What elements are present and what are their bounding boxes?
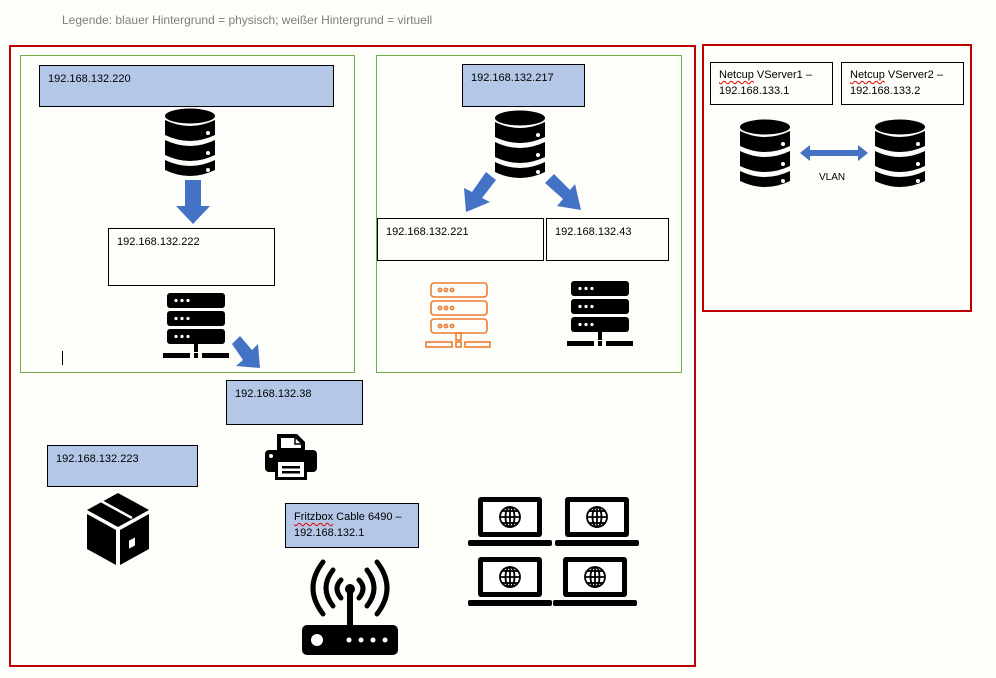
database-icon xyxy=(874,119,926,189)
vserver1-name: VServer1 – xyxy=(753,69,812,81)
vserver1-ip: 192.168.133.1 xyxy=(719,85,790,97)
vserver2-brand: Netcup xyxy=(850,69,885,81)
laptop-globe-icon xyxy=(468,557,552,609)
box-label-223[interactable]: 192.168.132.223 xyxy=(47,445,198,487)
router-ip: 192.168.132.1 xyxy=(294,527,365,539)
router-label[interactable]: Fritzbox Cable 6490 – 192.168.132.1 xyxy=(285,503,419,548)
arrow-diagonal-icon xyxy=(232,336,260,368)
vserver1-brand: Netcup xyxy=(719,69,754,81)
host-label-220[interactable]: 192.168.132.220 xyxy=(39,65,334,107)
laptop-globe-icon xyxy=(553,557,637,609)
double-arrow-icon xyxy=(800,145,868,161)
server-icon xyxy=(567,281,633,347)
vm-label-221[interactable]: 192.168.132.221 xyxy=(377,218,544,261)
database-icon xyxy=(494,110,546,180)
printer-icon xyxy=(265,434,317,480)
router-model: Cable 6490 – xyxy=(333,511,402,523)
local-network-frame xyxy=(9,45,696,667)
vserver2-name: VServer2 – xyxy=(884,69,943,81)
arrow-down-left-icon xyxy=(464,172,496,212)
router-brand: Fritzbox xyxy=(294,511,334,523)
host-group-right xyxy=(376,55,682,373)
server-outline-icon xyxy=(425,282,491,348)
laptop-globe-icon xyxy=(468,497,552,549)
vm-label-43[interactable]: 192.168.132.43 xyxy=(546,218,669,261)
legend: Legende: blauer Hintergrund = physisch; … xyxy=(62,13,433,27)
host-label-217[interactable]: 192.168.132.217 xyxy=(462,64,585,107)
text-cursor xyxy=(62,351,63,365)
vserver1-label[interactable]: Netcup VServer1 – 192.168.133.1 xyxy=(710,62,833,105)
arrow-down-icon xyxy=(176,180,210,224)
database-icon xyxy=(164,108,216,178)
server-icon xyxy=(163,293,229,359)
remote-network-frame xyxy=(702,44,972,312)
database-icon xyxy=(739,119,791,189)
vserver2-label[interactable]: Netcup VServer2 – 192.168.133.2 xyxy=(841,62,964,105)
printer-label[interactable]: 192.168.132.38 xyxy=(226,380,363,425)
laptop-globe-icon xyxy=(555,497,639,549)
arrow-down-right-icon xyxy=(545,174,581,210)
wifi-router-icon xyxy=(302,559,398,655)
host-group-left xyxy=(20,55,355,373)
vserver2-ip: 192.168.133.2 xyxy=(850,85,921,97)
package-icon xyxy=(87,493,149,565)
vm-label-222[interactable]: 192.168.132.222 xyxy=(108,228,275,286)
vlan-label: VLAN xyxy=(819,172,846,183)
